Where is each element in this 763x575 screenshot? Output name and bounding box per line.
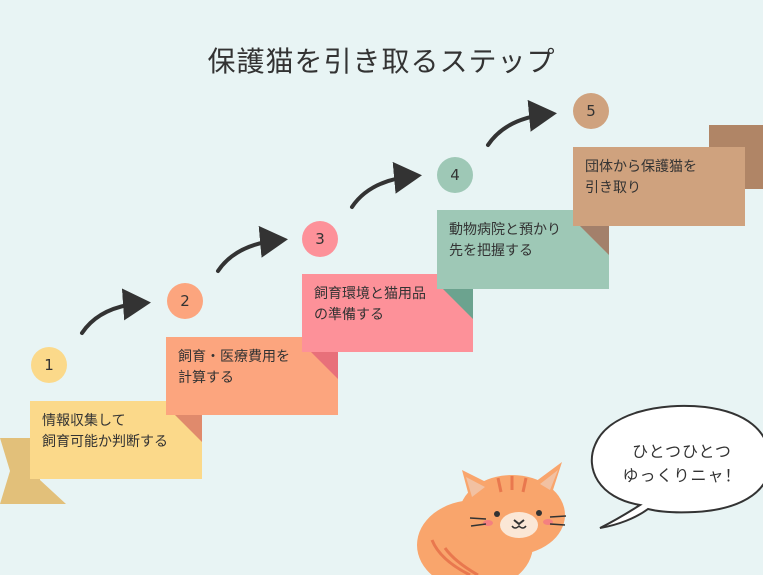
arrow-3-icon bbox=[350, 161, 422, 209]
step-1-card: 情報収集して 飼育可能か判断する bbox=[30, 401, 202, 479]
step-4-number: 4 bbox=[437, 157, 473, 193]
step-1-fold bbox=[172, 412, 202, 442]
step-3-number: 3 bbox=[302, 221, 338, 257]
step-1-number: 1 bbox=[31, 347, 67, 383]
step-5-number: 5 bbox=[573, 93, 609, 129]
step-2-number: 2 bbox=[167, 283, 203, 319]
cat-icon bbox=[417, 462, 567, 575]
step-5-card: 団体から保護猫を 引き取り bbox=[573, 147, 745, 226]
page-title: 保護猫を引き取るステップ bbox=[207, 45, 556, 78]
speech-bubble-icon bbox=[590, 404, 763, 529]
arrow-1-icon bbox=[80, 288, 151, 335]
arrow-4-icon bbox=[486, 99, 557, 147]
right-ribbon bbox=[709, 125, 763, 189]
speech-bubble-text: ひとつひとつ ゆっくりニャ！ bbox=[622, 442, 742, 485]
step-2-fold bbox=[308, 349, 338, 379]
step-4-fold bbox=[579, 225, 609, 255]
arrow-2-icon bbox=[216, 225, 288, 273]
step-3-fold bbox=[443, 289, 473, 319]
